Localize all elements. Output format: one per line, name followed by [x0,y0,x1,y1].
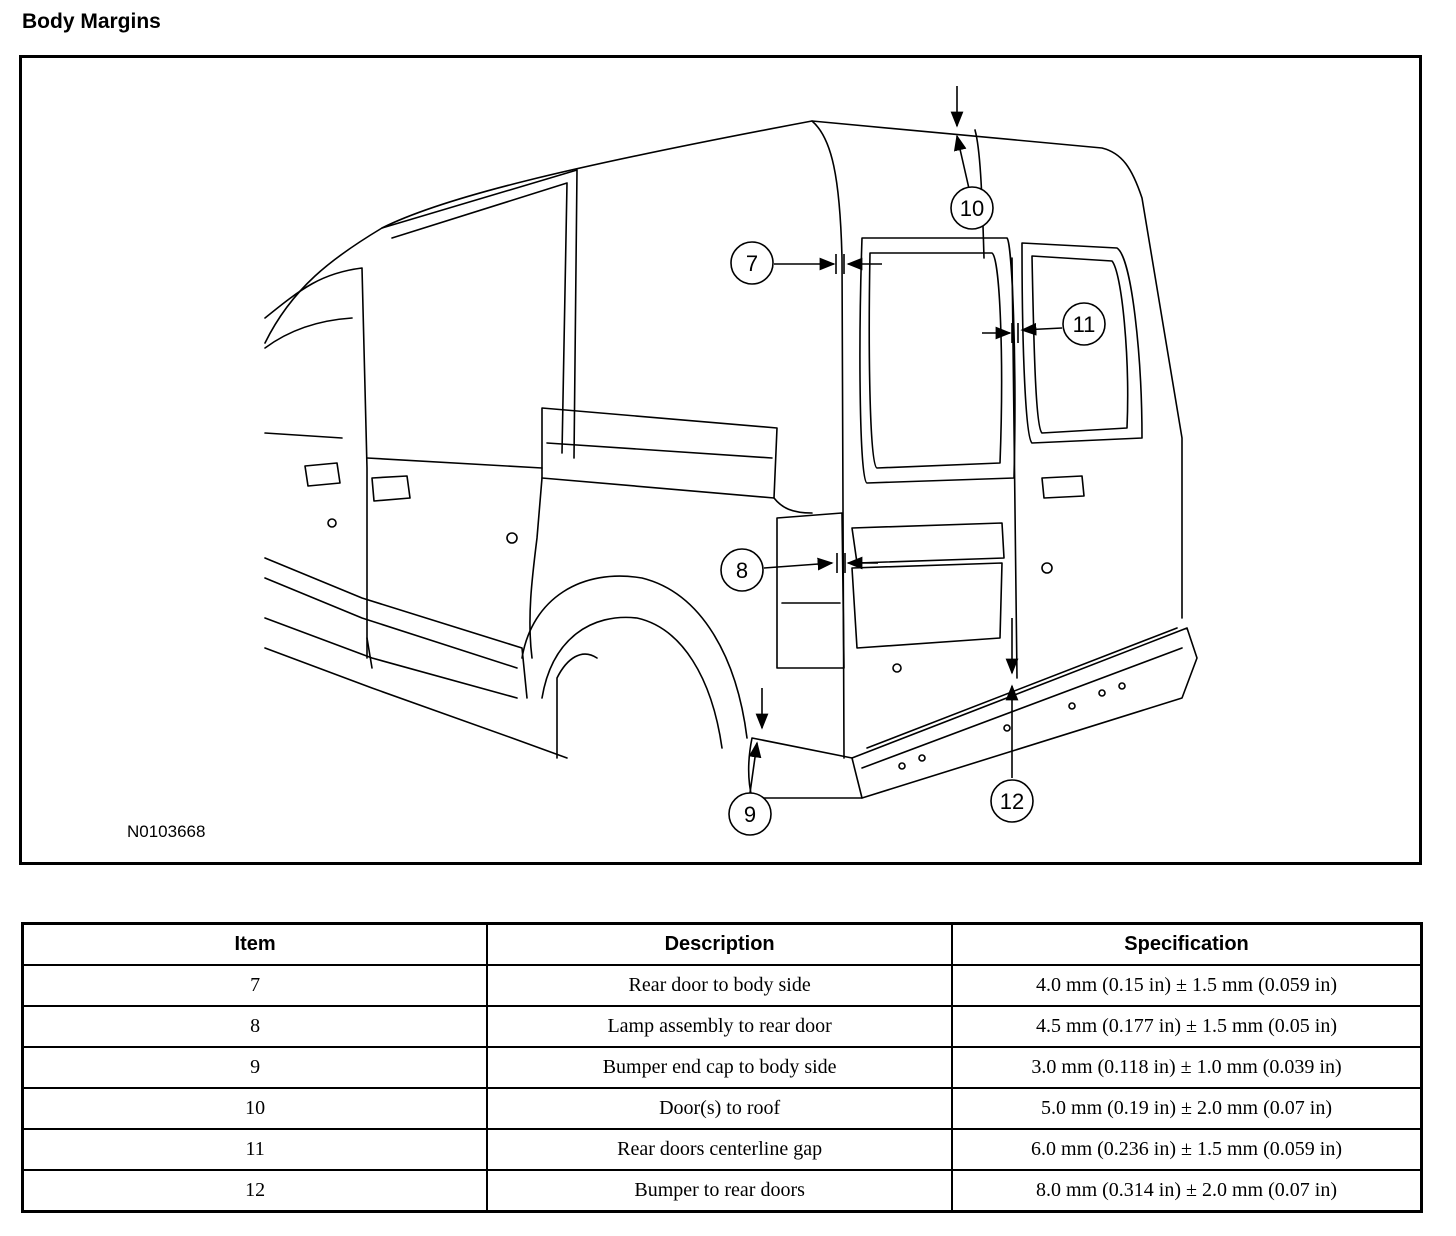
table-row: 12 Bumper to rear doors 8.0 mm (0.314 in… [21,1169,1423,1213]
callout-9: 9 [728,792,772,836]
cell-specification: 3.0 mm (0.118 in) ± 1.0 mm (0.039 in) [951,1046,1423,1089]
cell-item: 10 [21,1087,489,1130]
table-row: 8 Lamp assembly to rear door 4.5 mm (0.1… [21,1005,1423,1048]
callout-7: 7 [730,241,774,285]
cell-description: Rear door to body side [486,964,954,1007]
cell-specification: 5.0 mm (0.19 in) ± 2.0 mm (0.07 in) [951,1087,1423,1130]
page-title: Body Margins [22,10,161,33]
rear-door-right [1021,242,1143,574]
rear-door-left [851,237,1018,679]
callout-8: 8 [720,548,764,592]
side-handles [304,462,518,544]
figure-id-label: N0103668 [127,822,206,841]
svg-text:8: 8 [736,558,748,583]
cell-description: Bumper to rear doors [486,1169,954,1213]
table-row: 7 Rear door to body side 4.0 mm (0.15 in… [21,964,1423,1007]
figure-frame: 7 8 9 10 11 12 [19,55,1422,865]
header-item: Item [21,922,489,966]
cell-description: Lamp assembly to rear door [486,1005,954,1048]
cell-item: 11 [21,1128,489,1171]
quarter-panel [529,407,813,659]
svg-text:9: 9 [744,802,756,827]
table-row: 9 Bumper end cap to body side 3.0 mm (0.… [21,1046,1423,1089]
tail-lamp [776,512,845,669]
cell-specification: 8.0 mm (0.314 in) ± 2.0 mm (0.07 in) [951,1169,1423,1213]
svg-text:7: 7 [746,251,758,276]
cell-item: 9 [21,1046,489,1089]
callout-leaders [748,86,1063,794]
cell-item: 7 [21,964,489,1007]
van-rear-diagram: 7 8 9 10 11 12 [264,86,1198,836]
header-description: Description [486,922,954,966]
svg-text:11: 11 [1073,312,1096,337]
cell-specification: 6.0 mm (0.236 in) ± 1.5 mm (0.059 in) [951,1128,1423,1171]
cell-specification: 4.5 mm (0.177 in) ± 1.5 mm (0.05 in) [951,1005,1423,1048]
cell-specification: 4.0 mm (0.15 in) ± 1.5 mm (0.059 in) [951,964,1423,1007]
side-door-outline [264,169,578,759]
specification-table: Item Description Specification 7 Rear do… [21,922,1423,1213]
callout-11: 11 [1062,302,1106,346]
rear-bumper [747,627,1198,799]
cell-description: Bumper end cap to body side [486,1046,954,1089]
header-specification: Specification [951,922,1423,966]
cell-item: 8 [21,1005,489,1048]
van-roof-outline [264,120,1183,759]
callout-10: 10 [950,186,994,230]
cell-description: Door(s) to roof [486,1087,954,1130]
table-header-row: Item Description Specification [21,922,1423,966]
cell-item: 12 [21,1169,489,1213]
svg-text:12: 12 [1000,789,1024,814]
cell-description: Rear doors centerline gap [486,1128,954,1171]
table-row: 11 Rear doors centerline gap 6.0 mm (0.2… [21,1128,1423,1171]
wheel-arch [521,575,748,759]
table-row: 10 Door(s) to roof 5.0 mm (0.19 in) ± 2.… [21,1087,1423,1130]
svg-text:10: 10 [960,196,984,221]
callout-12: 12 [990,779,1034,823]
